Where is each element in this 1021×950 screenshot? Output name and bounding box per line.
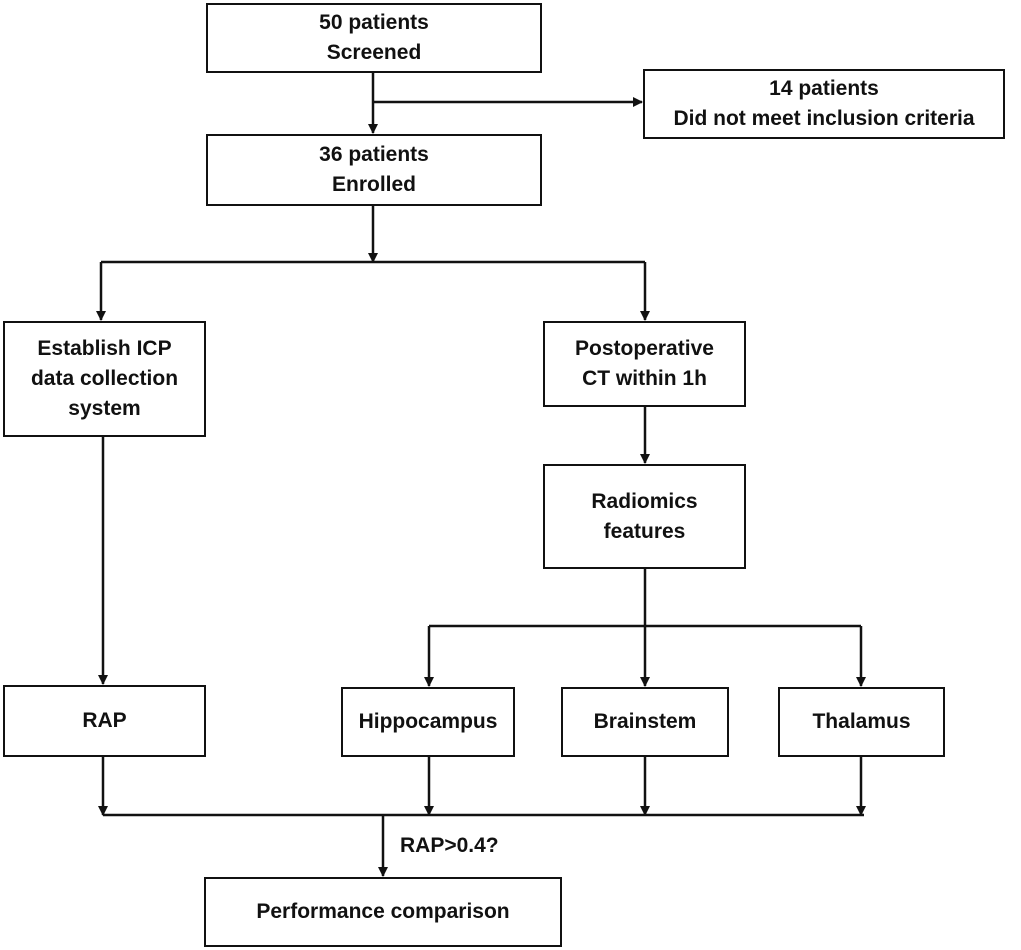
rap-box: RAP	[3, 685, 206, 757]
screened-status: Screened	[326, 41, 422, 64]
radiomics-line-2: features	[603, 519, 686, 543]
radiomics-line-1: Radiomics	[591, 489, 698, 513]
postop-line-1: Postoperative	[575, 337, 714, 360]
icp-system-box: Establish ICP data collection system	[3, 321, 206, 437]
radiomics-box: Radiomics features	[543, 464, 746, 569]
postop-line-2: CT within 1h	[582, 367, 707, 390]
hippocampus-box: Hippocampus	[341, 687, 515, 757]
brainstem-box: Brainstem	[561, 687, 729, 757]
comparison-box: Performance comparison	[204, 877, 562, 947]
postop-ct-box: Postoperative CT within 1h	[543, 321, 746, 407]
hippocampus-label: Hippocampus	[358, 710, 498, 733]
thalamus-box: Thalamus	[778, 687, 945, 757]
thalamus-label: Thalamus	[812, 710, 911, 733]
threshold-label: RAP>0.4?	[400, 834, 499, 857]
rap-label: RAP	[82, 709, 127, 732]
comparison-label: Performance comparison	[256, 900, 510, 923]
excluded-count: 14 patients	[769, 77, 879, 100]
enrolled-box: 36 patients Enrolled	[206, 134, 542, 206]
screened-box: 50 patients Screened	[206, 3, 542, 73]
enrolled-status: Enrolled	[331, 173, 416, 196]
icp-line-3: system	[68, 397, 141, 420]
excluded-box: 14 patients Did not meet inclusion crite…	[643, 69, 1005, 139]
screened-count: 50 patients	[319, 11, 429, 34]
icp-line-2: data collection	[30, 367, 179, 390]
brainstem-label: Brainstem	[593, 710, 697, 733]
icp-line-1: Establish ICP	[37, 337, 172, 360]
enrolled-count: 36 patients	[319, 143, 429, 166]
excluded-status: Did not meet inclusion criteria	[673, 107, 975, 130]
